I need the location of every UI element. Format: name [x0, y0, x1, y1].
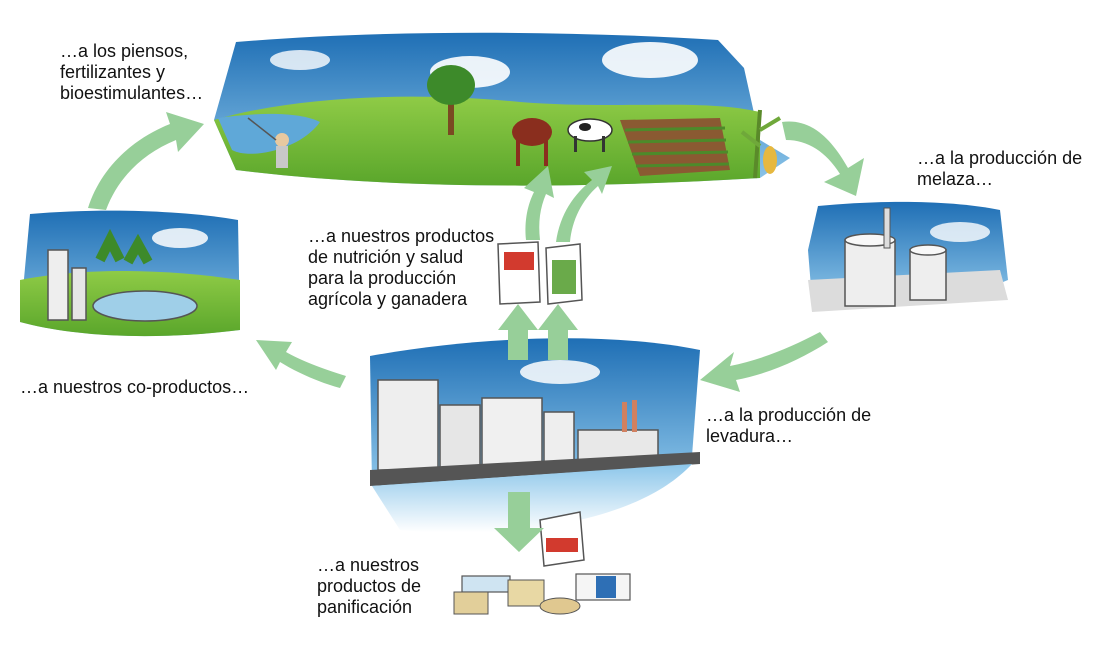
molasses-plant-scene	[808, 201, 1008, 312]
label-nutrition-products: …a nuestros productos de nutrición y sal…	[308, 226, 495, 309]
arrow-yeast-to-bags-right	[538, 304, 578, 360]
arrow-yeast-to-coproducts	[256, 340, 346, 388]
cow-icon	[512, 118, 552, 166]
arrow-bags-to-farm-right	[556, 166, 612, 242]
bakery-products-icon	[453, 511, 631, 615]
arrow-coproducts-to-farm	[88, 112, 204, 210]
cycle-arrows	[88, 112, 864, 552]
label-bakery-products: …a nuestros productos de panificación	[317, 555, 422, 617]
label-feeds-fertilizers: …a los piensos, fertilizantes y bioestim…	[60, 41, 204, 103]
arrow-bags-to-farm-left	[524, 166, 554, 240]
arrow-yeast-to-bags-left	[498, 304, 538, 360]
arrow-molasses-to-yeast	[700, 332, 828, 392]
label-molasses-production: …a la producción de melaza…	[917, 148, 1083, 189]
dairy-cow-icon	[567, 118, 613, 152]
coproducts-scene	[20, 210, 240, 337]
fertilizer-bags-icon	[497, 241, 583, 305]
farm-scene	[214, 32, 790, 186]
label-coproducts: …a nuestros co-productos…	[20, 377, 250, 397]
arrow-yeast-to-bakery	[494, 492, 544, 552]
fisherman-icon	[247, 117, 289, 168]
label-yeast-production: …a la producción de levadura…	[706, 405, 872, 446]
yeast-factory-scene	[370, 338, 700, 533]
arrow-farm-to-molasses	[782, 121, 864, 196]
corn-plant-icon	[740, 109, 782, 179]
